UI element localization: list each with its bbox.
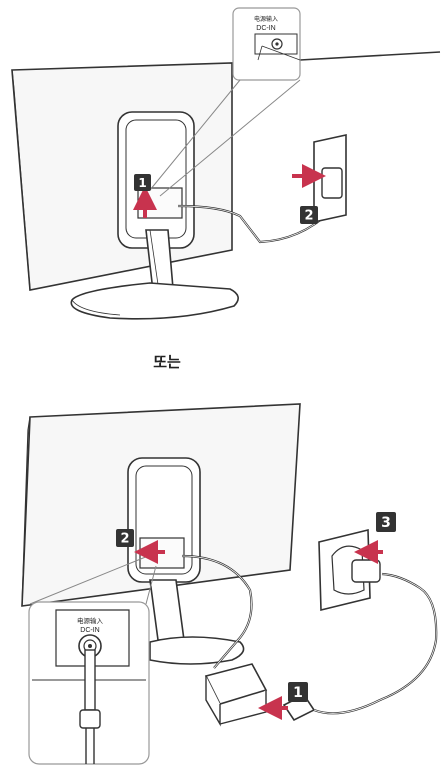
inset-label-cn: 电源输入	[254, 15, 278, 23]
svg-text:2: 2	[120, 532, 129, 547]
svg-text:1: 1	[138, 176, 146, 190]
svg-text:3: 3	[381, 515, 391, 531]
or-separator-text: 또는	[153, 353, 181, 371]
inset-label-cn: 电源输入	[77, 616, 104, 625]
step-badge-1-bottom: 1	[288, 682, 308, 702]
bottom-diagram: 电源输入 DC-IN	[22, 404, 436, 764]
dc-plug-icon	[85, 650, 95, 710]
wall-outlet-top	[314, 135, 346, 222]
power-adapter-icon	[322, 168, 342, 198]
wall-outlet-bottom	[319, 530, 380, 610]
inset-label-dcin: DC-IN	[256, 25, 275, 32]
power-plug-icon	[352, 560, 380, 582]
power-adapter-brick	[206, 664, 266, 724]
dc-in-inset-bottom: 电源输入 DC-IN	[29, 602, 149, 764]
step-badge-2-bottom: 2	[116, 529, 134, 547]
step-badge-2-top: 2	[300, 206, 318, 224]
step-badge-1-top: 1	[134, 174, 151, 191]
svg-text:1: 1	[293, 685, 303, 701]
inset-label-dcin: DC-IN	[80, 627, 99, 634]
top-diagram: 电源输入 DC-IN 1 2	[12, 8, 440, 319]
step-badge-3-bottom: 3	[376, 512, 396, 532]
dc-in-inset-top: 电源输入 DC-IN	[233, 8, 300, 80]
svg-text:2: 2	[304, 209, 313, 224]
